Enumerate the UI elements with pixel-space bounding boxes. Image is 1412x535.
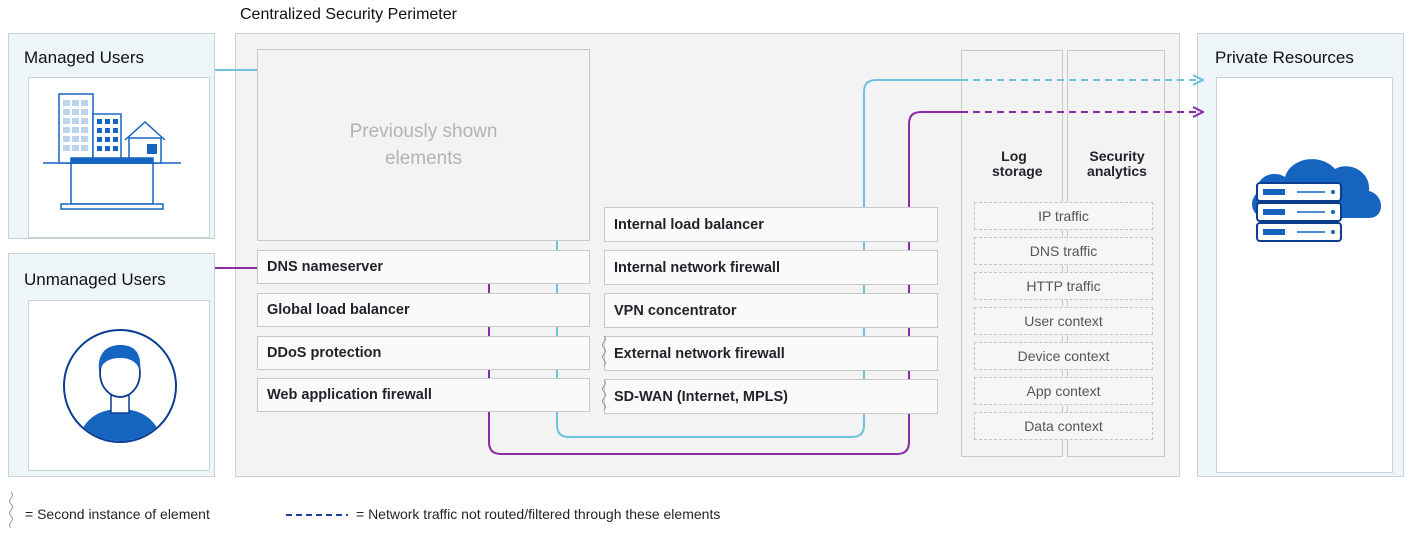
private-resources-title: Private Resources xyxy=(1215,48,1354,67)
context-device-context: Device context xyxy=(974,342,1153,370)
perimeter-title: Centralized Security Perimeter xyxy=(240,6,457,23)
legend-dashed-line-icon xyxy=(286,514,348,516)
web-application-firewall-label: Web application firewall xyxy=(267,387,432,403)
context-http-traffic: HTTP traffic xyxy=(974,272,1153,300)
internal-network-firewall-label: Internal network firewall xyxy=(614,259,780,276)
context-app-context-label: App context xyxy=(1026,383,1101,399)
private-resources-panel: Private Resources xyxy=(1197,33,1404,477)
second-instance-mark-sd-wan xyxy=(602,379,606,411)
user-avatar-icon xyxy=(63,329,177,443)
vpn-concentrator-label: VPN concentrator xyxy=(614,302,737,319)
context-dns-traffic-label: DNS traffic xyxy=(1029,243,1098,259)
buildings-laptop-icon xyxy=(43,93,181,210)
sd-wan-label: SD-WAN (Internet, MPLS) xyxy=(614,388,788,405)
vpn-concentrator-element: VPN concentrator xyxy=(604,293,938,328)
internal-load-balancer-label: Internal load balancer xyxy=(614,216,764,233)
unmanaged-users-title: Unmanaged Users xyxy=(24,270,166,289)
sd-wan-element: SD-WAN (Internet, MPLS) xyxy=(604,379,938,414)
global-load-balancer-label: Global load balancer xyxy=(267,302,410,318)
log-storage-title: Log storage xyxy=(992,148,1043,179)
context-data-context-label: Data context xyxy=(1024,418,1103,434)
context-user-context-label: User context xyxy=(1024,313,1103,329)
ddos-protection-label: DDoS protection xyxy=(267,345,382,361)
context-dns-traffic: DNS traffic xyxy=(974,237,1153,265)
context-user-context: User context xyxy=(974,307,1153,335)
dns-nameserver-element: DNS nameserver xyxy=(257,250,590,284)
context-http-traffic-label: HTTP traffic xyxy=(1026,278,1101,294)
legend-dashed-traffic: = Network traffic not routed/filtered th… xyxy=(356,506,721,522)
managed-users-title: Managed Users xyxy=(24,48,145,67)
context-ip-traffic: IP traffic xyxy=(974,202,1153,230)
context-app-context: App context xyxy=(974,377,1153,405)
managed-users-panel: Managed Users xyxy=(8,33,215,239)
ddos-protection-element: DDoS protection xyxy=(257,336,590,370)
internal-load-balancer-element: Internal load balancer xyxy=(604,207,938,242)
external-network-firewall-element: External network firewall xyxy=(604,336,938,371)
unmanaged-users-panel: Unmanaged Users xyxy=(8,253,215,477)
global-load-balancer-element: Global load balancer xyxy=(257,293,590,327)
web-application-firewall-element: Web application firewall xyxy=(257,378,590,412)
legend-second-instance: = Second instance of element xyxy=(25,506,210,522)
legend-squiggle-icon xyxy=(9,491,13,529)
previously-shown-elements: Previously shown elements xyxy=(257,49,590,241)
dns-nameserver-label: DNS nameserver xyxy=(267,259,384,275)
internal-network-firewall-element: Internal network firewall xyxy=(604,250,938,285)
external-network-firewall-label: External network firewall xyxy=(614,345,785,362)
context-data-context: Data context xyxy=(974,412,1153,440)
security-analytics-title: Security analytics xyxy=(1087,148,1147,179)
cloud-servers-icon xyxy=(1252,159,1381,242)
previously-shown-label: Previously shown elements xyxy=(349,121,498,169)
context-device-context-label: Device context xyxy=(1017,348,1110,364)
second-instance-marks xyxy=(602,335,606,411)
managed-users-illustration-box xyxy=(28,77,210,238)
context-ip-traffic-label: IP traffic xyxy=(1038,208,1089,224)
unmanaged-users-illustration-box xyxy=(28,300,210,471)
second-instance-mark-external-firewall xyxy=(602,335,606,367)
private-resources-illustration-box xyxy=(1216,77,1393,473)
